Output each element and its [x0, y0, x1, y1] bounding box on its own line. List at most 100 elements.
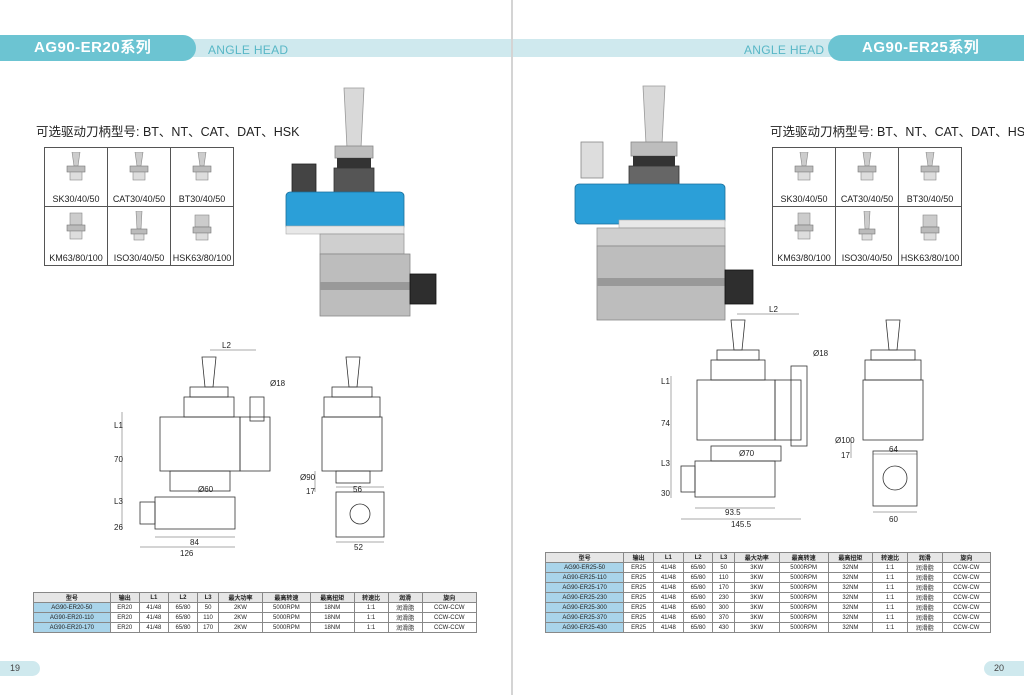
table-header: 型号: [33, 592, 111, 603]
tool-holder-icon: [794, 152, 814, 181]
table-header: L1: [652, 552, 684, 563]
spec-table: 型号 输出 L1 L2 L3 最大功率 最高转速 最高扭矩 转速比 润滑 旋向 …: [544, 552, 992, 633]
table-cell: ER20: [109, 602, 140, 613]
table-header: 旋向: [421, 592, 478, 603]
table-cell: 41/48: [652, 602, 684, 613]
dim-26: 26: [114, 523, 123, 532]
table-cell: 5000RPM: [261, 622, 311, 633]
tool-holder-icon: [920, 152, 940, 181]
table-header: 最高扭矩: [309, 592, 355, 603]
holder-cell: SK30/40/50: [772, 147, 836, 207]
table-cell: 5000RPM: [778, 602, 829, 613]
table-cell: 41/48: [652, 592, 684, 603]
table-cell: 370: [712, 612, 735, 623]
table-cell: 170: [197, 622, 220, 633]
table-cell: 润滑脂: [906, 582, 943, 593]
table-cell: 2KW: [218, 602, 263, 613]
dim-70: 70: [114, 455, 123, 464]
table-cell: 1:1: [353, 602, 389, 613]
table-cell: 1:1: [872, 612, 908, 623]
tool-holder-icon: [66, 152, 86, 181]
page-spine: [511, 0, 513, 695]
table-header: 最高转速: [778, 552, 829, 563]
holder-label: BT30/40/50: [178, 194, 226, 204]
table-cell: 41/48: [652, 562, 684, 573]
table-cell: 5000RPM: [778, 562, 829, 573]
table-cell: 65/80: [682, 612, 714, 623]
dim-145-5: 145.5: [731, 520, 752, 528]
table-header: 润滑: [387, 592, 423, 603]
table-cell: CCW-CW: [941, 582, 992, 593]
table-cell: 5000RPM: [778, 622, 829, 633]
dim-d60: Ø60: [198, 485, 214, 494]
table-cell: 41/48: [652, 582, 684, 593]
table-cell: 1:1: [872, 602, 908, 613]
table-header: 型号: [544, 552, 625, 563]
table-cell: CCW-CW: [941, 562, 992, 573]
table-cell: 50: [712, 562, 735, 573]
table-cell: 41/48: [652, 572, 684, 583]
dim-l1: L1: [661, 377, 670, 386]
table-cell: 32NM: [827, 562, 874, 573]
table-cell: 5000RPM: [778, 582, 829, 593]
tool-holder-icon: [192, 152, 212, 181]
table-header: 转速比: [353, 592, 389, 603]
table-cell: 110: [712, 572, 735, 583]
table-cell: 3KW: [733, 572, 780, 583]
table-cell: 1:1: [353, 612, 389, 623]
table-cell: AG90-ER25-300: [544, 602, 625, 613]
table-cell: 1:1: [872, 622, 908, 633]
table-cell: 170: [712, 582, 735, 593]
table-cell: 32NM: [827, 612, 874, 623]
holder-label: KM63/80/100: [777, 253, 831, 263]
holder-grid: SK30/40/50 CAT30/40/50 BT30/40/50 KM63/8…: [772, 147, 962, 266]
page-number: 19: [0, 661, 40, 676]
table-header: 输出: [109, 592, 140, 603]
holder-label: BT30/40/50: [906, 194, 954, 204]
series-title: AG90-ER25系列: [828, 35, 1024, 61]
shank-types-text: 可选驱动刀柄型号: BT、NT、CAT、DAT、HSK: [36, 125, 300, 139]
holder-label: ISO30/40/50: [841, 253, 893, 263]
table-cell: CCW-CW: [941, 572, 992, 583]
tool-holder-icon: [130, 211, 148, 241]
table-cell: CCW-CW: [941, 602, 992, 613]
tool-holder-icon: [857, 152, 877, 181]
holder-cell: SK30/40/50: [44, 147, 108, 207]
table-cell: 润滑脂: [906, 602, 943, 613]
table-cell: 65/80: [682, 582, 714, 593]
table-header: 输出: [623, 552, 654, 563]
table-cell: CCW-CW: [941, 612, 992, 623]
table-header: L2: [167, 592, 199, 603]
holder-label: SK30/40/50: [780, 194, 828, 204]
table-header: 最大功率: [733, 552, 780, 563]
holder-cell: CAT30/40/50: [835, 147, 899, 207]
dim-126: 126: [180, 549, 194, 557]
table-cell: ER25: [623, 602, 654, 613]
holder-cell: CAT30/40/50: [107, 147, 171, 207]
shank-types-text: 可选驱动刀柄型号: BT、NT、CAT、DAT、HSK: [770, 125, 1024, 139]
table-cell: AG90-ER20-170: [33, 622, 111, 633]
table-cell: 18NM: [309, 612, 355, 623]
holder-label: CAT30/40/50: [840, 194, 894, 204]
table-cell: CCW-CW: [941, 592, 992, 603]
table-cell: 41/48: [138, 612, 169, 623]
dim-d18: Ø18: [270, 379, 286, 388]
table-header: L3: [712, 552, 735, 563]
angle-head-label: ANGLE HEAD: [744, 43, 825, 57]
dim-d18: Ø18: [813, 349, 829, 358]
table-cell: 润滑脂: [387, 602, 423, 613]
table-cell: 65/80: [167, 622, 199, 633]
dim-60: 60: [889, 515, 898, 524]
table-cell: 3KW: [733, 592, 780, 603]
holder-label: HSK63/80/100: [900, 253, 960, 263]
table-cell: 5000RPM: [261, 612, 311, 623]
table-cell: 230: [712, 592, 735, 603]
holder-cell: BT30/40/50: [170, 147, 234, 207]
angle-head-label: ANGLE HEAD: [208, 43, 289, 57]
table-cell: 300: [712, 602, 735, 613]
table-header: 转速比: [872, 552, 908, 563]
table-cell: ER25: [623, 582, 654, 593]
product-photo: [285, 87, 437, 317]
